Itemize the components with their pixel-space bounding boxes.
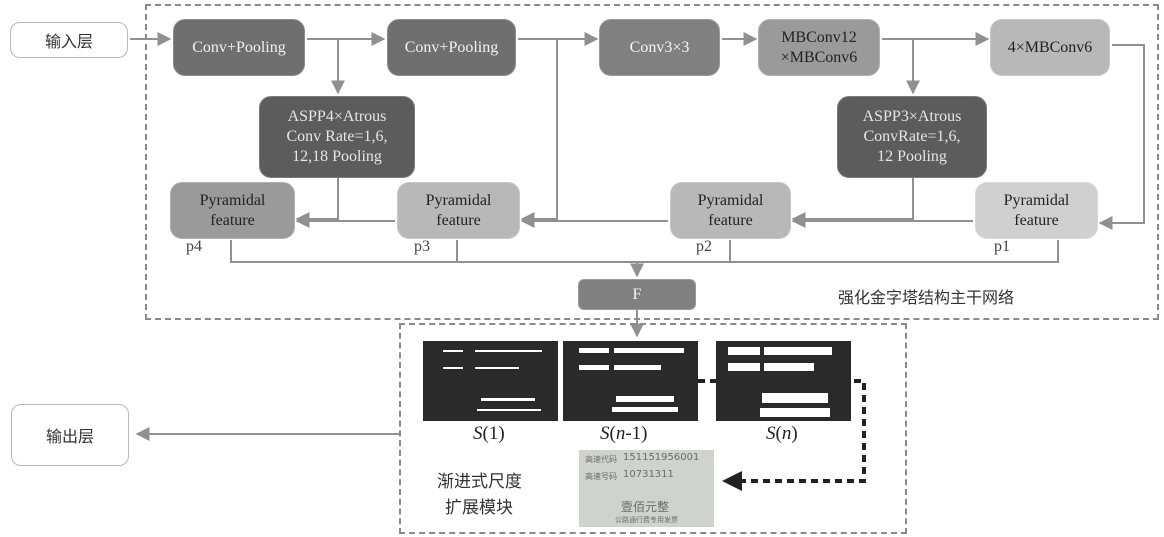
aspp4-label-3: 12,18 Pooling: [292, 148, 382, 165]
input-layer-label: 输入层: [44, 32, 93, 51]
conv3x3-label: Conv3×3: [629, 38, 690, 56]
invoice-footer: 公路通行费专用发票: [615, 516, 678, 524]
aspp4-node: ASPP4×Atrous Conv Rate=1,6, 12,18 Poolin…: [259, 96, 415, 178]
pyr-p2-line2: feature: [708, 211, 753, 229]
pyr-p1-line1: Pyramidal: [1003, 191, 1070, 209]
fusion-node: F: [578, 279, 696, 310]
pyr-p4-line2: feature: [210, 211, 255, 229]
backbone-caption: 强化金字塔结构主干网络: [838, 288, 1015, 307]
invoice-row2-label: 高速号码: [585, 472, 617, 481]
sn1-letter: S: [600, 423, 610, 444]
pyr-p2-line1: Pyramidal: [697, 191, 764, 209]
fusion-label: F: [632, 285, 642, 303]
p4-label: p4: [186, 238, 202, 255]
pyr-p1-line2: feature: [1014, 211, 1059, 229]
text-region: [764, 347, 832, 355]
merge-line: [230, 240, 1059, 263]
backbone-container: [145, 4, 1159, 320]
text-region: [443, 350, 463, 352]
sn-open: (: [775, 423, 782, 444]
pyr-p3-line1: Pyramidal: [425, 191, 492, 209]
s1-arg: (1): [482, 423, 505, 444]
s1-letter: S: [473, 423, 483, 444]
text-region: [579, 348, 609, 353]
scale-module-container: [399, 323, 907, 534]
module-caption-line1: 渐进式尺度: [437, 472, 522, 492]
text-region: [764, 363, 814, 371]
sn-letter: S: [766, 423, 776, 444]
input-layer-box: 输入层: [10, 22, 128, 58]
invoice-amount: 壹佰元整: [621, 500, 670, 514]
arrow-aspp4-p4: [295, 178, 339, 226]
p1-label: p1: [994, 238, 1010, 255]
pyramidal-feature-p4: Pyramidal feature: [170, 182, 295, 239]
text-region: [614, 365, 661, 370]
pyramidal-feature-p2: Pyramidal feature: [670, 182, 791, 239]
invoice-row2-value: 10731311: [623, 469, 674, 480]
module-caption-line2: 扩展模块: [445, 498, 513, 518]
sn1-n: n: [615, 423, 626, 444]
output-layer-label: 输出层: [45, 427, 94, 446]
pyr-p4-line1: Pyramidal: [199, 191, 266, 209]
text-region: [481, 398, 535, 401]
text-region: [616, 396, 674, 402]
text-region: [475, 367, 519, 369]
4x-mbconv-label: 4×MBConv6: [1007, 38, 1093, 56]
mbconv-label-1: MBConv12: [781, 28, 857, 46]
text-region: [760, 408, 830, 417]
scale-panel-s1: [423, 341, 558, 421]
pyramidal-feature-p3: Pyramidal feature: [397, 182, 520, 239]
aspp4-label-1: ASPP4×Atrous: [287, 108, 387, 125]
invoice-image: 高速代码 151151956001 高速号码 10731311 壹佰元整 公路通…: [579, 450, 714, 527]
scale-label-sn: S(n): [766, 423, 798, 445]
conv-pooling-2-label: Conv+Pooling: [404, 38, 499, 56]
scale-label-sn-1: S(n-1): [600, 423, 647, 445]
pyr-p3-line2: feature: [436, 211, 481, 229]
text-region: [579, 365, 609, 370]
sn1-open: (: [609, 423, 616, 444]
invoice-row1-value: 151151956001: [623, 452, 700, 463]
aspp3-label-1: ASPP3×Atrous: [862, 108, 962, 125]
text-region: [443, 367, 463, 369]
conv-pooling-2-node: Conv+Pooling: [387, 19, 516, 76]
mbconv-node: MBConv12 ×MBConv6: [758, 19, 880, 76]
p3-label: p3: [414, 238, 430, 255]
conv3x3-node: Conv3×3: [599, 19, 720, 76]
aspp3-label-3: 12 Pooling: [877, 148, 947, 165]
p2-label: p2: [696, 238, 712, 255]
text-region: [762, 393, 828, 403]
sn-close: ): [791, 423, 798, 444]
text-region: [612, 407, 678, 412]
aspp3-label-2: ConvRate=1,6,: [863, 128, 961, 145]
scale-panel-sn-1: [563, 341, 698, 421]
4x-mbconv-node: 4×MBConv6: [990, 19, 1110, 76]
text-region: [614, 348, 684, 353]
sn1-rest: -1): [625, 423, 648, 444]
arrow-4mbconv-p1: [1098, 44, 1145, 230]
output-layer-box: 输出层: [11, 404, 129, 466]
conv-pooling-1-label: Conv+Pooling: [192, 38, 286, 56]
sn-n: n: [781, 423, 792, 444]
aspp4-label-2: Conv Rate=1,6,: [286, 128, 388, 145]
scale-label-s1: S(1): [473, 423, 505, 445]
scale-panel-sn: [716, 341, 851, 421]
text-region: [477, 409, 541, 411]
text-region: [728, 347, 760, 355]
text-region: [475, 350, 542, 352]
invoice-row1-label: 高速代码: [585, 455, 617, 464]
aspp3-node: ASPP3×Atrous ConvRate=1,6, 12 Pooling: [837, 96, 987, 178]
conv-pooling-1-node: Conv+Pooling: [173, 19, 305, 76]
dotted-arrow-to-ticket: [698, 379, 866, 491]
pyramidal-feature-p1: Pyramidal feature: [975, 182, 1098, 239]
mbconv-label-2: ×MBConv6: [780, 48, 858, 66]
arrow-aspp3-p2: [791, 178, 914, 226]
text-region: [728, 363, 760, 371]
